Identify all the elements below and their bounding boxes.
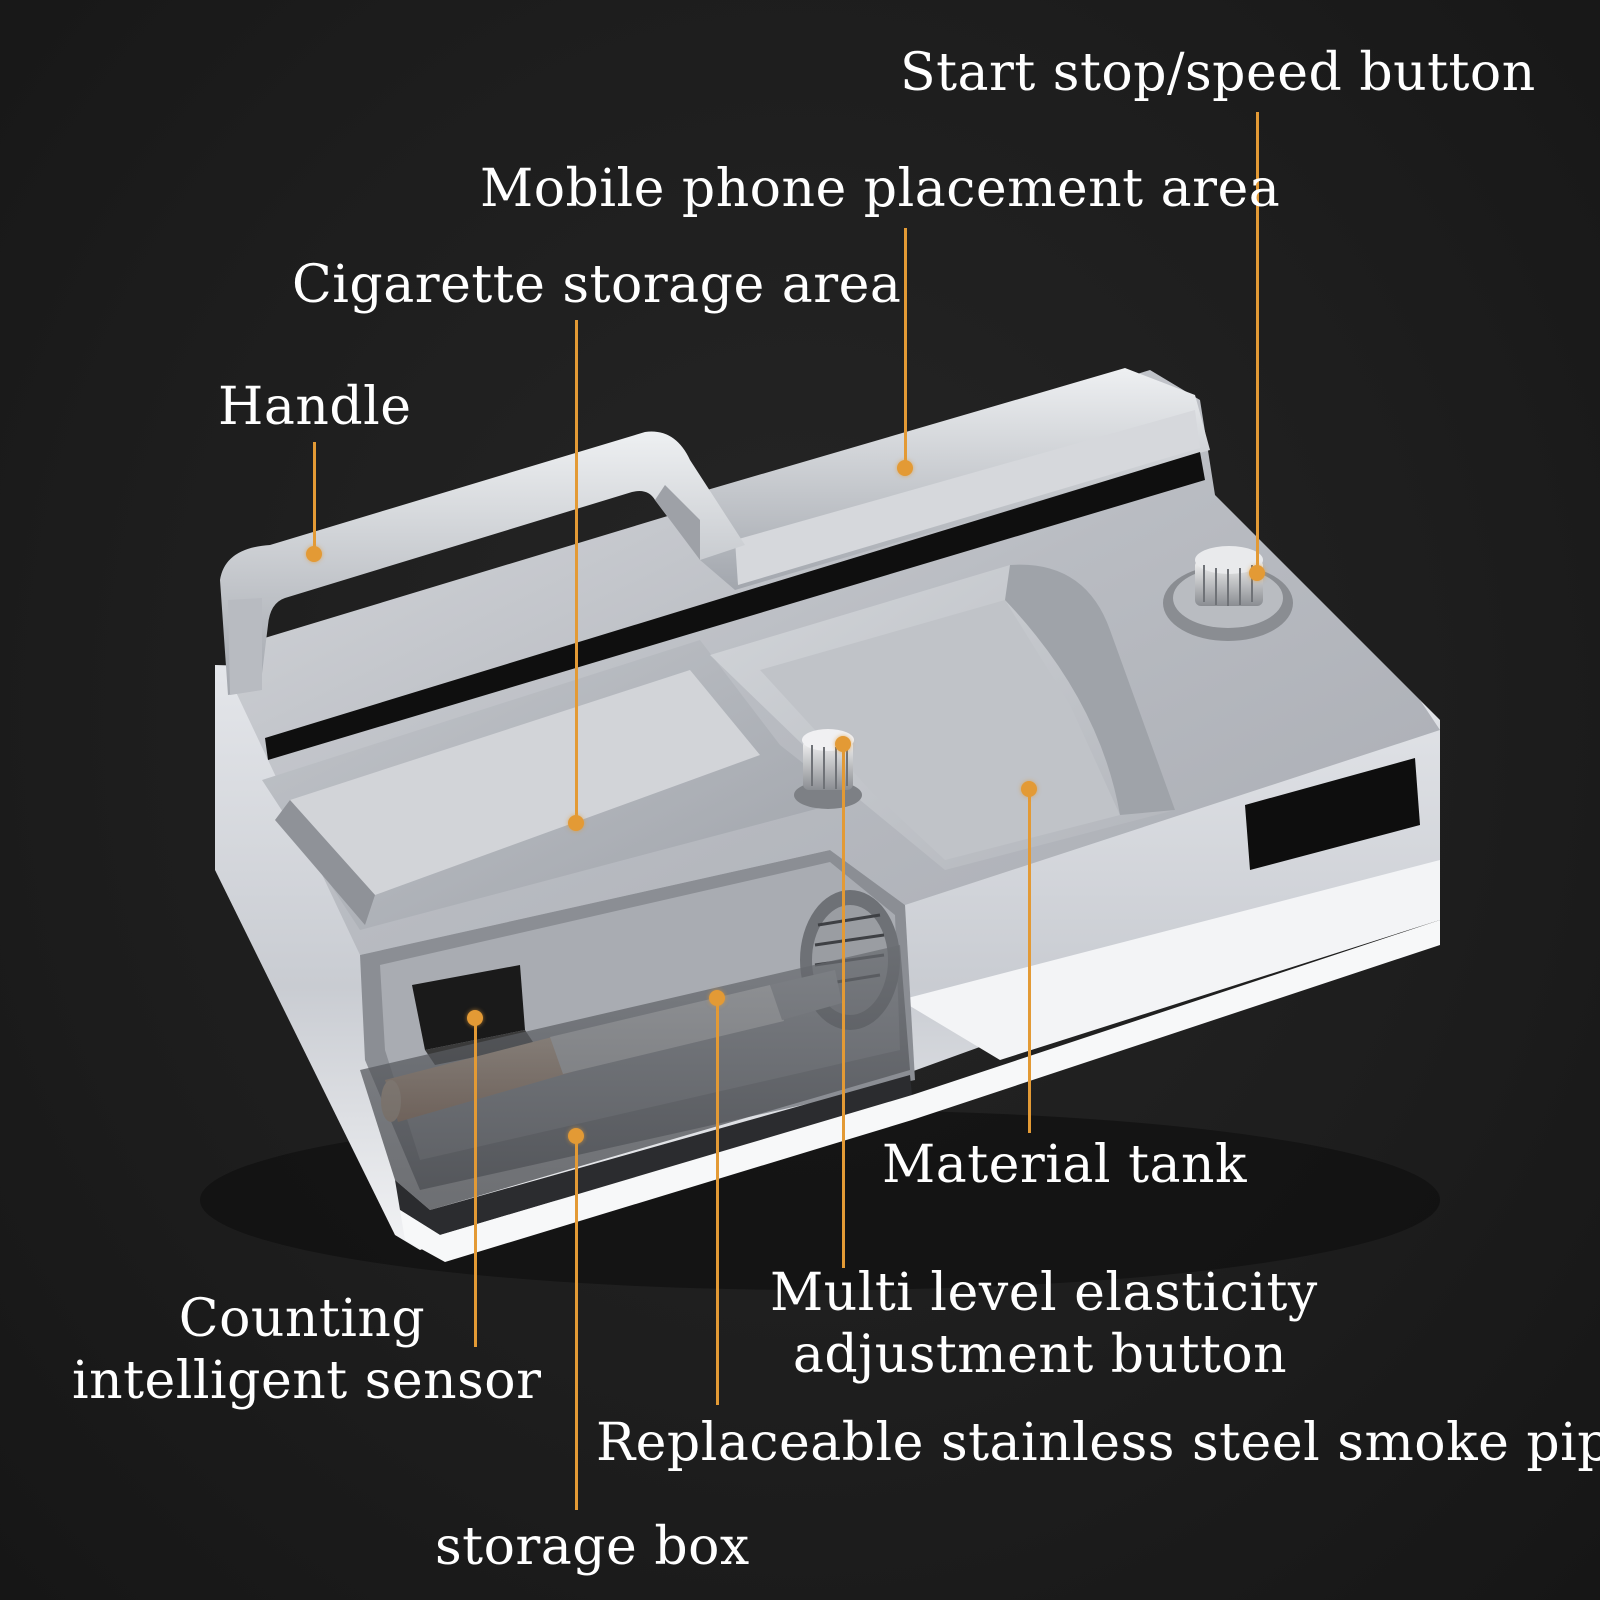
- smoke-pipe-label: Replaceable stainless steel smoke pipe: [596, 1413, 1600, 1473]
- storage-box-leader-line: [575, 1135, 578, 1510]
- cigarette-storage-area-label: Cigarette storage area: [292, 255, 902, 315]
- elasticity-label-line-2: adjustment button: [792, 1325, 1288, 1385]
- start-stop-leader-line: [1256, 112, 1259, 572]
- elasticity-leader-line: [842, 743, 845, 1268]
- storage-box-marker-dot: [568, 1128, 584, 1144]
- counting-sensor-label: Counting intelligent sensor: [72, 1288, 542, 1412]
- sensor-marker-dot: [467, 1010, 483, 1026]
- material-tank-marker-dot: [1021, 781, 1037, 797]
- cigarette-storage-leader-line: [575, 320, 578, 823]
- smoke-pipe-marker-dot: [709, 990, 725, 1006]
- handle-label: Handle: [218, 377, 412, 437]
- start-stop-speed-button-label: Start stop/speed button: [900, 43, 1536, 103]
- cigarette-storage-marker-dot: [568, 815, 584, 831]
- start-stop-marker-dot: [1249, 565, 1265, 581]
- sensor-leader-line: [474, 1017, 477, 1347]
- material-tank-label: Material tank: [882, 1135, 1247, 1195]
- phone-area-leader-line: [904, 228, 907, 468]
- handle-marker-dot: [306, 546, 322, 562]
- phone-area-marker-dot: [897, 460, 913, 476]
- elasticity-label-line-1: Multi level elasticity: [770, 1263, 1318, 1323]
- sensor-label-line-1: Counting: [178, 1289, 426, 1349]
- sensor-label-line-2: intelligent sensor: [72, 1351, 542, 1411]
- phone-placement-area-label: Mobile phone placement area: [480, 159, 1281, 219]
- storage-box-label: storage box: [435, 1517, 750, 1577]
- material-tank-leader-line: [1028, 788, 1031, 1133]
- smoke-pipe-leader-line: [716, 997, 719, 1405]
- handle-leader-line: [313, 442, 316, 554]
- elasticity-marker-dot: [835, 736, 851, 752]
- elasticity-adjustment-label: Multi level elasticity adjustment button: [770, 1262, 1318, 1386]
